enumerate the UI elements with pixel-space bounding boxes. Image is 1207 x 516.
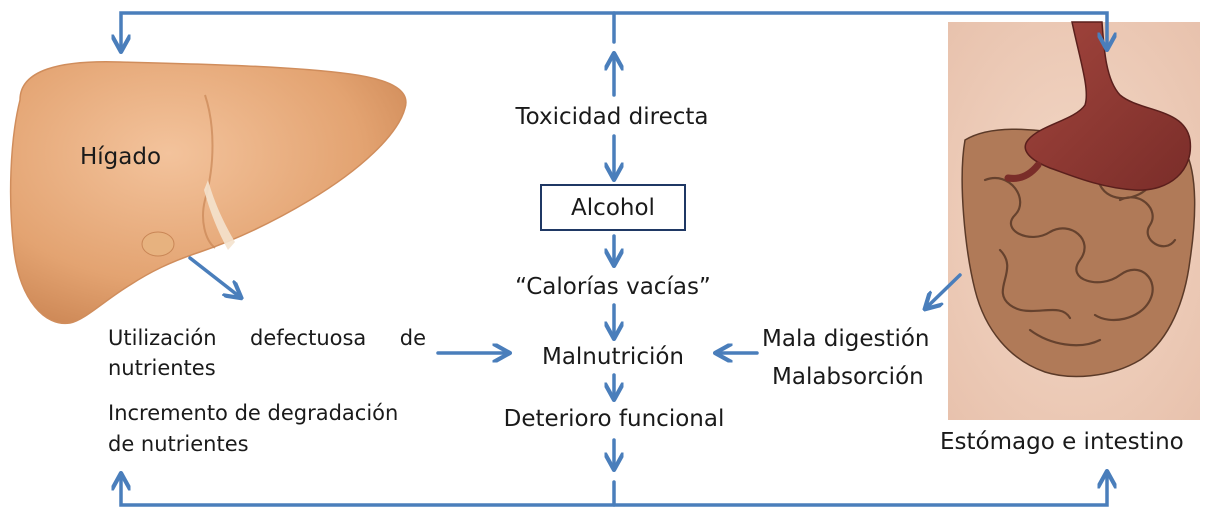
- maldigestion-label: Mala digestión: [762, 326, 930, 352]
- functional-decline-label: Deterioro funcional: [503, 406, 725, 432]
- empty-calories-label: “Calorías vacías”: [515, 274, 711, 300]
- bottom-loop-line: [121, 473, 1107, 507]
- malnutrition-label: Malnutrición: [541, 344, 685, 370]
- degradation-line-2: de nutrientes: [108, 432, 249, 456]
- alcohol-label: Alcohol: [571, 194, 655, 221]
- arrow-liver-to-utilization: [188, 256, 240, 297]
- utilization-word-2: defectuosa: [249, 326, 367, 350]
- gi-illustration: [948, 21, 1200, 420]
- utilization-word-1: Utilización: [108, 326, 217, 350]
- utilization-word-3: de: [399, 326, 426, 350]
- utilization-line-1: Utilización defectuosa de: [108, 324, 426, 352]
- toxicity-label: Toxicidad directa: [515, 104, 709, 130]
- malabsorption-label: Malabsorción: [772, 364, 924, 390]
- arrow-gi-to-maldigestion: [926, 273, 962, 308]
- utilization-line-2: nutrientes: [108, 356, 216, 380]
- gi-label: Estómago e intestino: [940, 429, 1184, 455]
- alcohol-box: Alcohol: [540, 184, 686, 231]
- degradation-line-1: Incremento de degradación: [108, 401, 399, 425]
- liver-label: Hígado: [80, 144, 162, 170]
- connector-arrows: [121, 11, 1107, 507]
- liver-illustration: [9, 61, 407, 325]
